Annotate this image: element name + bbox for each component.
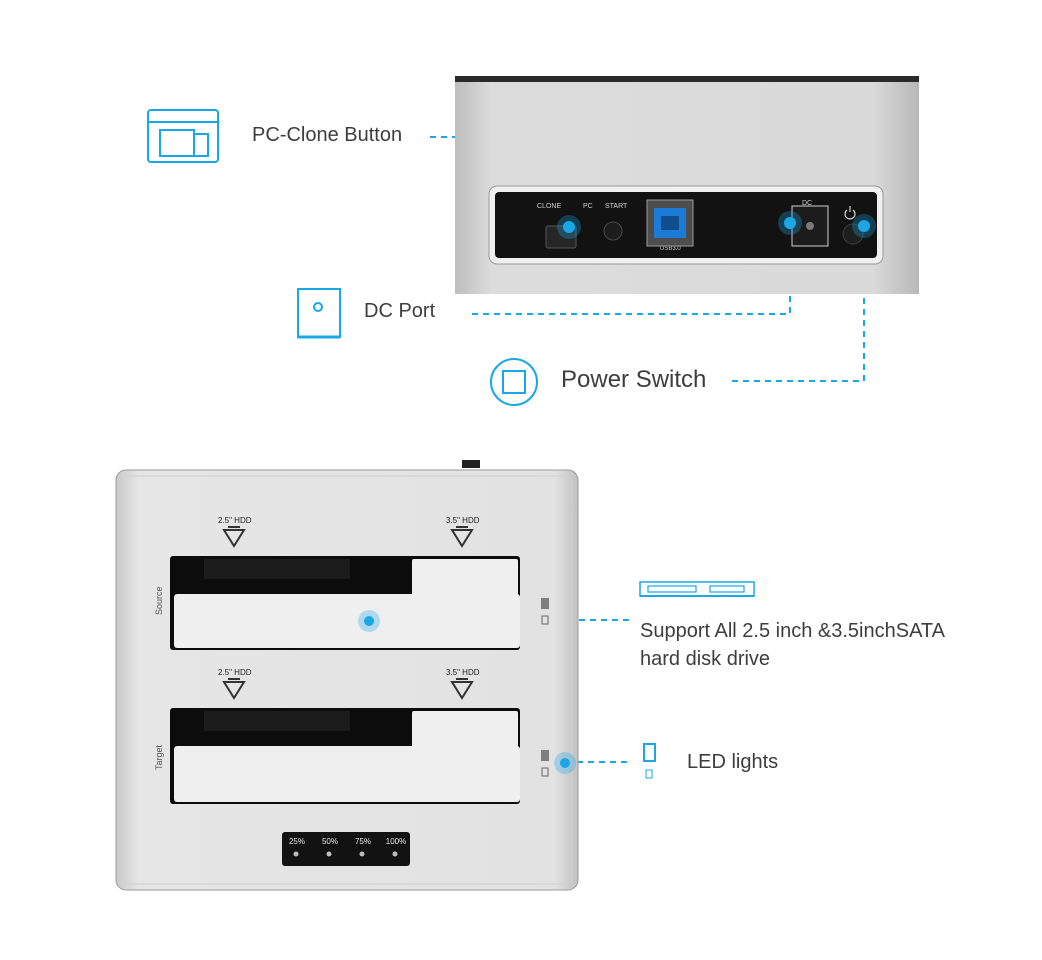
usb-text: USB3.0 xyxy=(660,246,681,252)
back-panel-device xyxy=(455,76,919,294)
slot-top-25-label: 2.5" HDD xyxy=(218,516,252,525)
dc-marker-dot xyxy=(778,211,802,235)
back-panel-ports xyxy=(545,199,864,249)
progress-100: 100% xyxy=(385,837,407,846)
support-text-line1: Support All 2.5 inch &3.5inchSATA xyxy=(640,620,945,642)
pc-text: PC xyxy=(583,203,593,210)
drive-glyph-1-icon xyxy=(541,615,549,625)
slot-top-35-label: 3.5" HDD xyxy=(446,516,480,525)
target-label: Target xyxy=(154,744,164,770)
drive-glyph-2-icon xyxy=(541,767,549,777)
dc-text: DC xyxy=(802,200,813,207)
clone-marker-dot xyxy=(557,215,581,239)
progress-75: 75% xyxy=(354,837,371,846)
sata-drive-icon xyxy=(639,581,755,597)
power-switch-icon xyxy=(490,358,538,406)
pc-clone-label: PC-Clone Button xyxy=(252,124,403,146)
clone-button-icon xyxy=(147,109,219,163)
clone-text: CLONE xyxy=(537,203,562,210)
source-label: Source xyxy=(154,586,164,615)
hdd-marker-dot xyxy=(358,610,380,632)
led-light-icon xyxy=(643,743,656,779)
support-text-line2: hard disk drive xyxy=(640,648,771,670)
progress-25: 25% xyxy=(288,837,305,846)
dc-port-icon xyxy=(297,288,341,339)
slot-bottom-25-label: 2.5" HDD xyxy=(218,668,252,677)
led-lights-label: LED lights xyxy=(687,751,779,773)
power-switch-label: Power Switch xyxy=(561,366,707,393)
progress-50: 50% xyxy=(321,837,338,846)
docking-station-front xyxy=(115,460,579,891)
slot-bottom-35-label: 3.5" HDD xyxy=(446,668,480,677)
power-marker-dot xyxy=(852,214,876,238)
led-marker-dot xyxy=(554,752,576,774)
dc-port-label: DC Port xyxy=(364,300,436,322)
start-text: START xyxy=(605,203,628,210)
